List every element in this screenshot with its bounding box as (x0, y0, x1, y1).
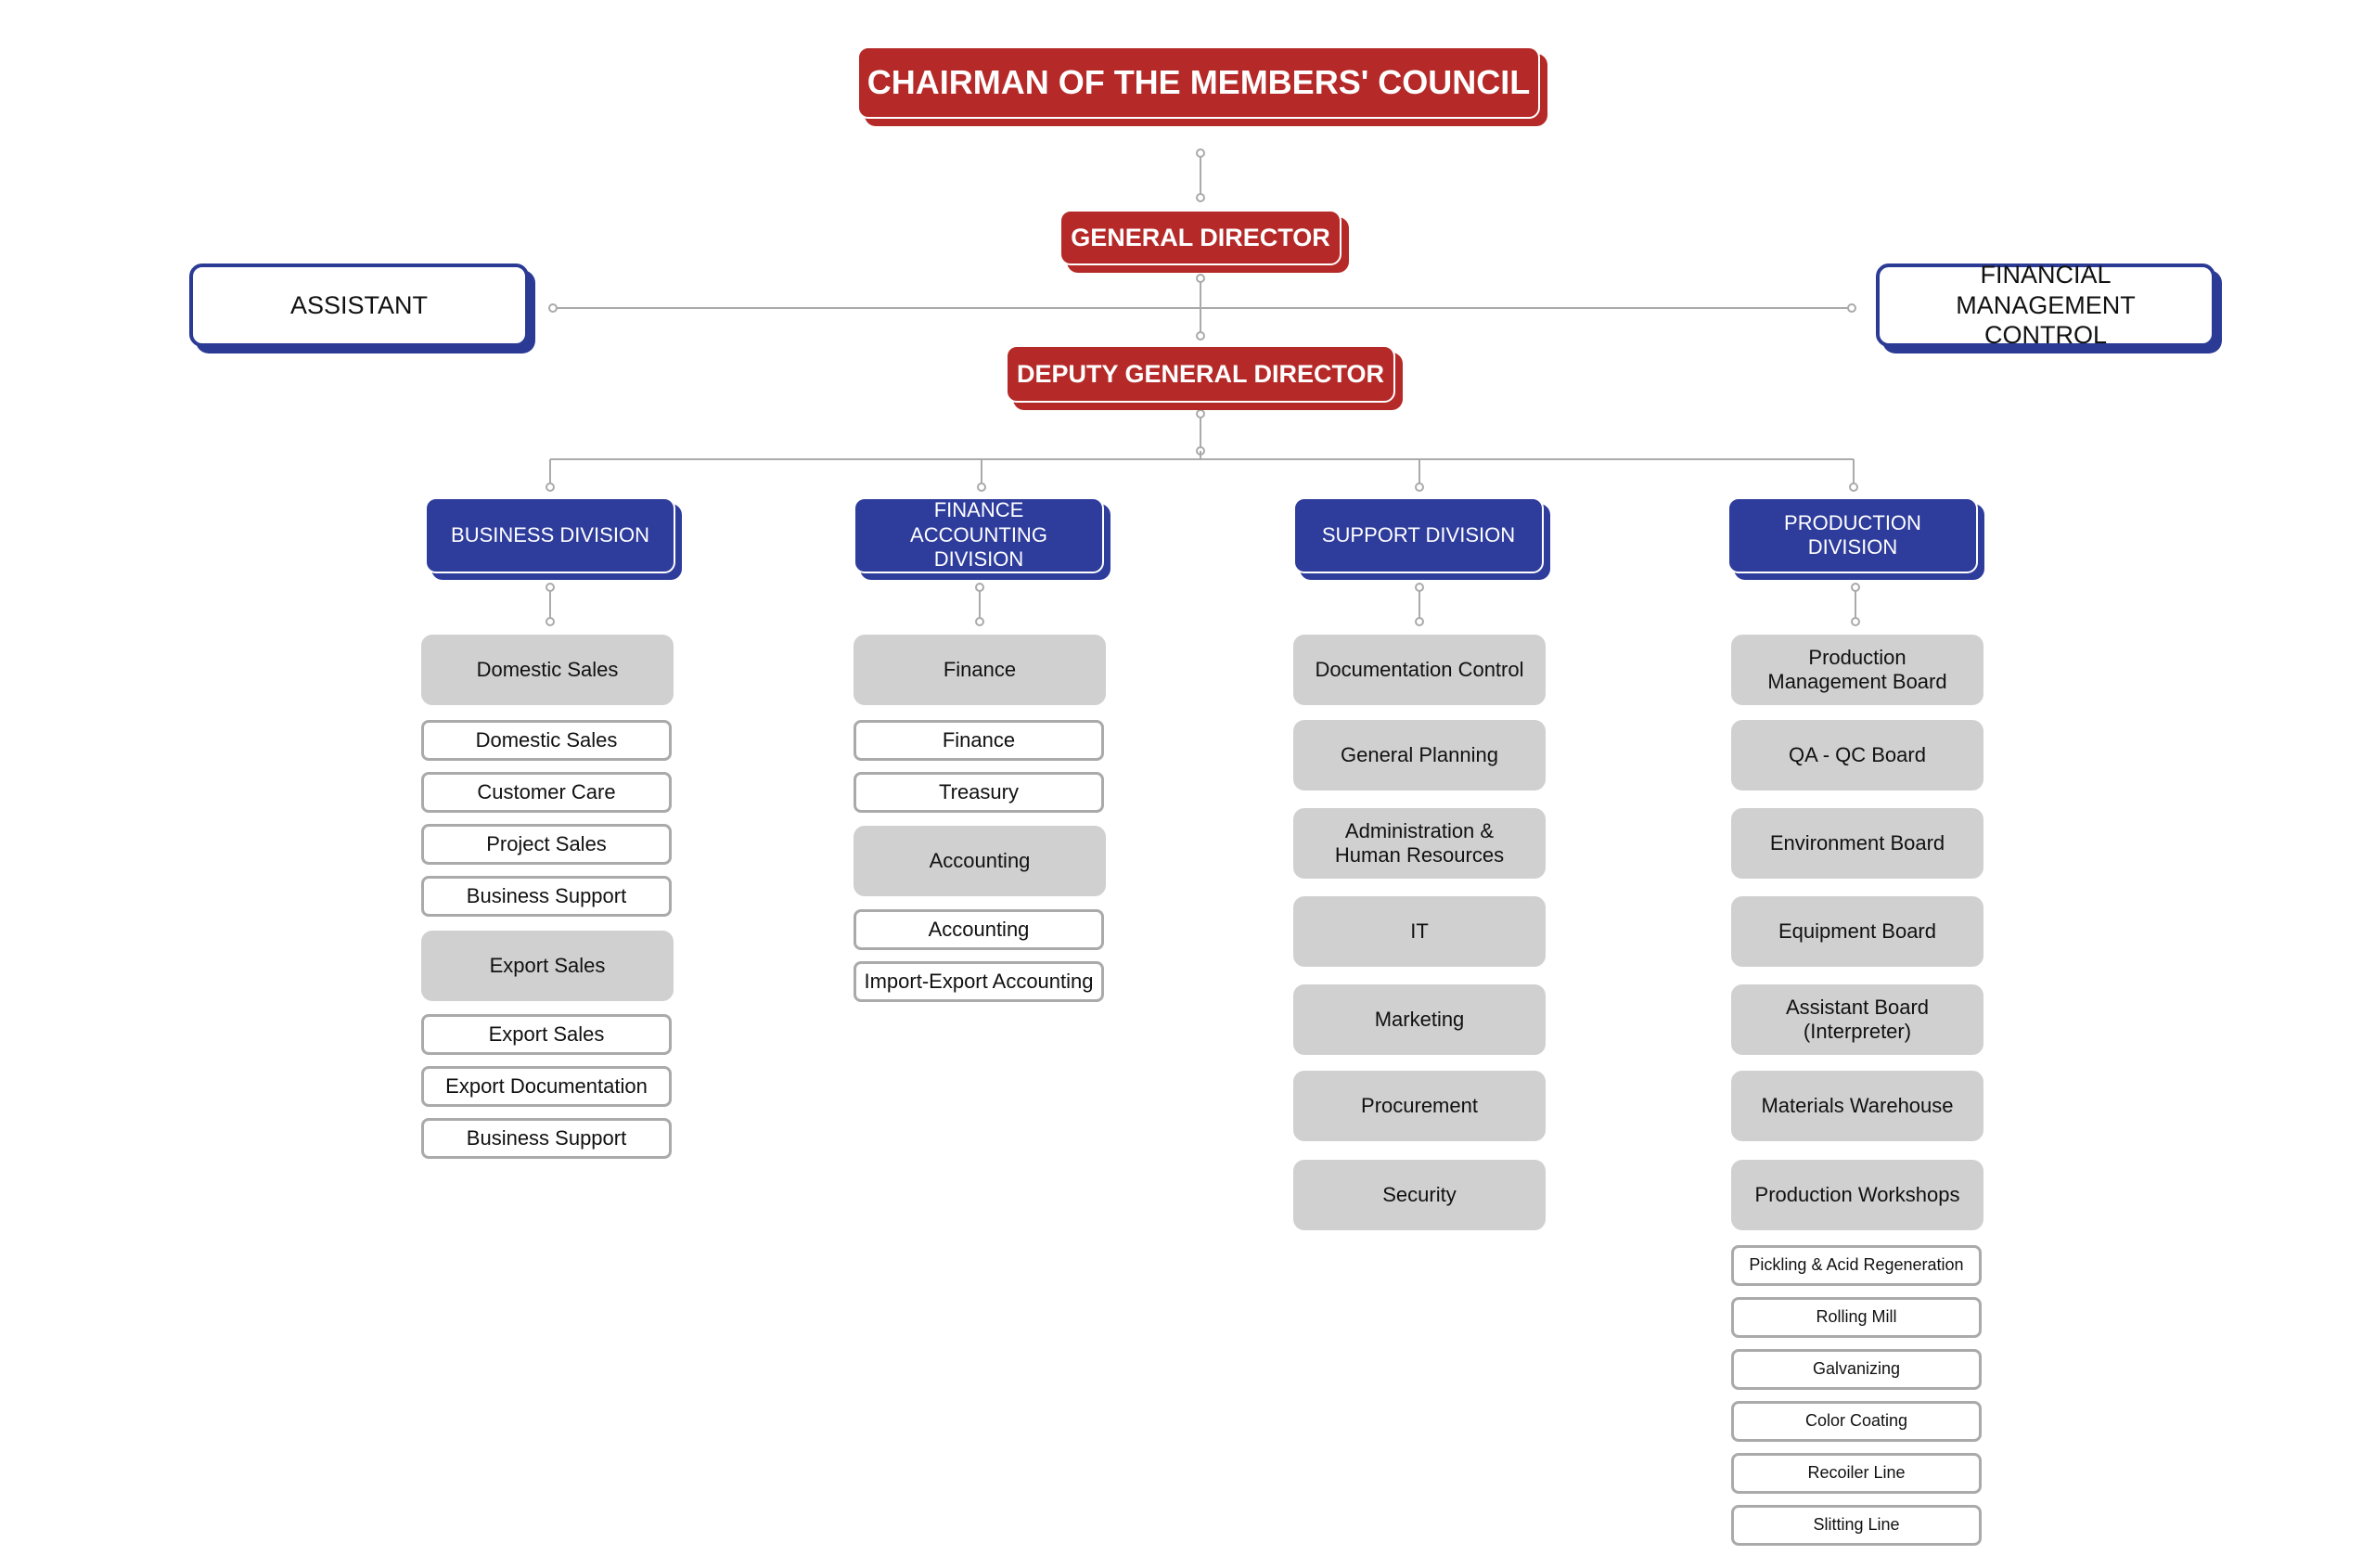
production-item-color-coating: Color Coating (1731, 1401, 1982, 1442)
business-item-business-support: Business Support (421, 876, 672, 917)
support-item-documentation-control: Documentation Control (1293, 635, 1546, 705)
support-item-security: Security (1293, 1160, 1546, 1230)
business-item-domestic-sales-group: Domestic Sales (421, 635, 674, 705)
production-item-pickling: Pickling & Acid Regeneration (1731, 1245, 1982, 1286)
business-item-customer-care: Customer Care (421, 772, 672, 813)
finance-item-finance: Finance (854, 720, 1104, 761)
business-item-business-support-2: Business Support (421, 1118, 672, 1159)
production-item-assistant-board: Assistant Board (Interpreter) (1731, 984, 1983, 1055)
production-item-recoiler-line: Recoiler Line (1731, 1453, 1982, 1494)
finance-item-import-export-accounting: Import-Export Accounting (854, 961, 1104, 1002)
production-item-rolling-mill: Rolling Mill (1731, 1297, 1982, 1338)
support-item-administration-hr: Administration & Human Resources (1293, 808, 1546, 879)
production-item-environment-board: Environment Board (1731, 808, 1983, 879)
support-item-general-planning: General Planning (1293, 720, 1546, 790)
production-division-header: PRODUCTION DIVISION (1727, 497, 1978, 573)
finance-division-header: FINANCE ACCOUNTING DIVISION (854, 497, 1104, 573)
production-item-materials-warehouse: Materials Warehouse (1731, 1071, 1983, 1141)
general-director-box: GENERAL DIRECTOR (1059, 210, 1342, 265)
production-item-qa-qc-board: QA - QC Board (1731, 720, 1983, 790)
business-item-project-sales: Project Sales (421, 824, 672, 865)
finance-item-finance-group: Finance (854, 635, 1106, 705)
production-item-galvanizing: Galvanizing (1731, 1349, 1982, 1390)
support-division-header: SUPPORT DIVISION (1293, 497, 1544, 573)
business-item-export-documentation: Export Documentation (421, 1066, 672, 1107)
production-item-production-workshops: Production Workshops (1731, 1160, 1983, 1230)
finance-item-accounting-group: Accounting (854, 826, 1106, 896)
chairman-box: CHAIRMAN OF THE MEMBERS' COUNCIL (857, 46, 1540, 119)
deputy-general-director-box: DEPUTY GENERAL DIRECTOR (1006, 345, 1395, 403)
support-item-procurement: Procurement (1293, 1071, 1546, 1141)
support-item-it: IT (1293, 896, 1546, 967)
finance-item-treasury: Treasury (854, 772, 1104, 813)
business-division-header: BUSINESS DIVISION (425, 497, 675, 573)
production-item-slitting-line: Slitting Line (1731, 1505, 1982, 1546)
business-item-domestic-sales: Domestic Sales (421, 720, 672, 761)
business-item-export-sales: Export Sales (421, 1014, 672, 1055)
production-item-management-board: Production Management Board (1731, 635, 1983, 705)
finance-item-accounting: Accounting (854, 909, 1104, 950)
support-item-marketing: Marketing (1293, 984, 1546, 1055)
production-item-equipment-board: Equipment Board (1731, 896, 1983, 967)
financial-management-control-box: FINANCIAL MANAGEMENT CONTROL (1876, 261, 2215, 349)
business-item-export-sales-group: Export Sales (421, 931, 674, 1001)
assistant-box: ASSISTANT (189, 263, 529, 347)
